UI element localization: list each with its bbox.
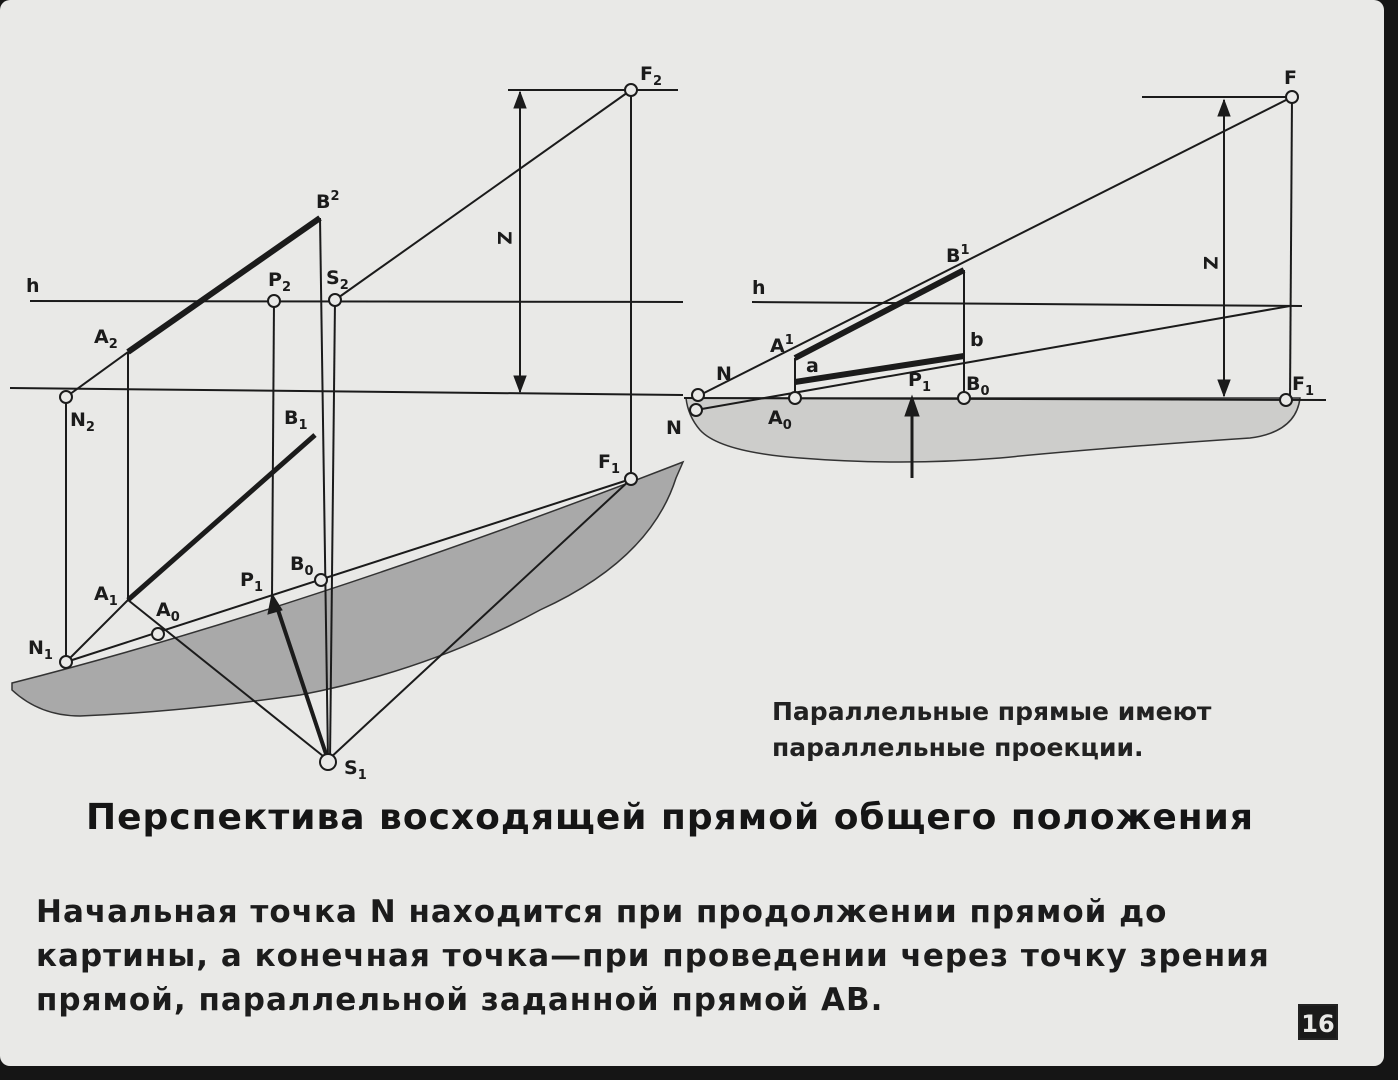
right-labels: F B1 Z h b A1 a N N P1 B0 A0 F1 bbox=[666, 67, 1314, 439]
point-S1 bbox=[319, 753, 337, 771]
label-B1: B1 bbox=[284, 407, 308, 433]
S1-P1-arrow-line bbox=[274, 603, 330, 761]
horizon-line-h bbox=[29, 300, 684, 303]
label-Z-left: Z bbox=[493, 231, 515, 245]
label-A1-right: A1 bbox=[770, 333, 794, 357]
label-N1: N1 bbox=[28, 637, 53, 663]
slide-title: Перспектива восходящей прямой общего пол… bbox=[85, 797, 1255, 838]
label-P1-right: P1 bbox=[908, 369, 931, 395]
point-N1 bbox=[59, 655, 73, 669]
right-point-N-prime bbox=[689, 403, 703, 417]
N1-A1-line bbox=[65, 599, 129, 663]
A1B1-segment[interactable] bbox=[126, 433, 317, 602]
right-point-A0 bbox=[788, 391, 802, 405]
Z-arrow-top bbox=[513, 90, 527, 109]
label-F1-left: F1 bbox=[598, 451, 620, 477]
right-ground-plane bbox=[685, 397, 1301, 463]
slide-frame: F2 B2 Z h P2 S2 A2 N2 B1 F1 A1 A0 P1 B0 … bbox=[0, 0, 1384, 1066]
label-a: a bbox=[806, 355, 819, 377]
perspective-diagram: F2 B2 Z h P2 S2 A2 N2 B1 F1 A1 A0 P1 B0 … bbox=[9, 63, 1327, 783]
point-B0 bbox=[314, 573, 328, 587]
label-F2: F2 bbox=[640, 63, 662, 89]
right-Z-arrow-bottom bbox=[1217, 379, 1231, 398]
label-P2: P2 bbox=[268, 269, 291, 295]
right-P1-arrowhead bbox=[904, 394, 920, 417]
diagram-caption: Параллельные прямые имеют параллельные п… bbox=[772, 697, 1212, 762]
S2-S1-vertical bbox=[329, 299, 336, 761]
right-horizon-h bbox=[751, 301, 1303, 307]
label-B1-right: B1 bbox=[946, 243, 970, 267]
S2-F2-line bbox=[334, 89, 632, 301]
P1-arrowhead bbox=[267, 592, 283, 615]
label-B0-right: B0 bbox=[966, 373, 990, 399]
A2B2-segment[interactable] bbox=[126, 215, 322, 355]
label-A2: A2 bbox=[94, 326, 118, 352]
point-A0 bbox=[151, 627, 165, 641]
label-Z-right: Z bbox=[1199, 256, 1221, 270]
label-b: b bbox=[970, 329, 984, 351]
right-N-F-line bbox=[697, 96, 1293, 397]
label-A0-left: A0 bbox=[156, 599, 180, 625]
left-diagram bbox=[9, 83, 685, 771]
right-N-prime-line bbox=[695, 305, 1291, 411]
left-ground-plane bbox=[11, 460, 685, 717]
left-labels: F2 B2 Z h P2 S2 A2 N2 B1 F1 A1 A0 P1 B0 … bbox=[26, 63, 662, 783]
point-N2 bbox=[59, 390, 73, 404]
label-S2: S2 bbox=[326, 267, 349, 293]
A1-S1-line bbox=[127, 599, 329, 761]
right-A1B1-segment[interactable] bbox=[793, 267, 966, 361]
point-F2 bbox=[624, 83, 638, 97]
right-point-F bbox=[1285, 90, 1299, 104]
label-N-right: N bbox=[716, 363, 732, 385]
label-F-right: F bbox=[1284, 67, 1297, 89]
point-S2 bbox=[328, 293, 342, 307]
label-N-prime: N bbox=[666, 417, 682, 439]
label-A1: A1 bbox=[94, 583, 118, 609]
F1-S1-line bbox=[327, 478, 632, 761]
right-point-F1 bbox=[1279, 393, 1293, 407]
label-B2: B2 bbox=[316, 189, 340, 213]
slide-body-text: Начальная точка N находится при продолже… bbox=[36, 894, 1270, 1018]
label-h-right: h bbox=[752, 277, 766, 299]
label-F1-right: F1 bbox=[1292, 373, 1314, 399]
page-number-badge: 16 bbox=[1298, 1004, 1338, 1040]
label-h-left: h bbox=[26, 275, 40, 297]
point-F1 bbox=[624, 472, 638, 486]
label-P1-left: P1 bbox=[240, 569, 263, 595]
point-P2 bbox=[267, 294, 281, 308]
label-B0-left: B0 bbox=[290, 553, 314, 579]
label-S1: S1 bbox=[344, 757, 367, 783]
right-point-N bbox=[691, 388, 705, 402]
right-F-F1-vertical bbox=[1289, 96, 1293, 401]
picture-ground-line bbox=[9, 387, 684, 396]
right-point-B0 bbox=[957, 391, 971, 405]
label-A0-right: A0 bbox=[768, 407, 792, 433]
right-ab-segment[interactable] bbox=[794, 353, 965, 385]
B2-S1-vertical bbox=[319, 217, 329, 761]
label-N2: N2 bbox=[70, 409, 95, 435]
right-Z-arrow-top bbox=[1217, 98, 1231, 117]
P2-P1-vertical bbox=[271, 300, 275, 599]
Z-arrow-bottom bbox=[513, 375, 527, 394]
N2-A2-extension bbox=[65, 351, 129, 398]
right-diagram bbox=[683, 90, 1327, 478]
